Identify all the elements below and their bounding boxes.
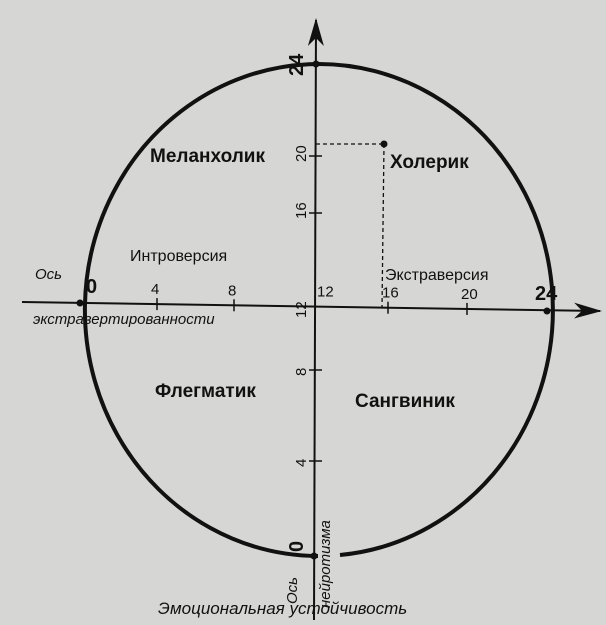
quadrant-melancholic: Меланхолик [150, 146, 265, 167]
pole-dot-top [312, 60, 320, 68]
example-point [380, 140, 388, 148]
h-axis-label-1: Ось [35, 266, 62, 283]
point-dash-vertical [381, 143, 385, 309]
extraversion-label: Экстраверсия [385, 267, 489, 284]
h-tick-label: 24 [535, 283, 558, 305]
v-tick-label: 0 [286, 541, 308, 552]
h-tick-label: 12 [317, 284, 334, 301]
quadrant-choleric: Холерик [390, 152, 469, 173]
horizontal-axis [21, 301, 602, 319]
h-tick-label: 8 [228, 282, 236, 299]
h-axis-label-2: экстравертированности [33, 311, 215, 328]
pole-dot-bottom [310, 552, 318, 560]
h-tick-label: 20 [461, 286, 478, 303]
h-tick-label: 16 [382, 285, 399, 302]
h-tick-label: 0 [86, 276, 97, 298]
v-axis-label-1: Ось [284, 577, 301, 604]
introversion-label: Интроверсия [130, 248, 227, 265]
temperament-circle [82, 62, 555, 558]
v-tick-label: 16 [293, 202, 310, 219]
emotional-stability-label: Эмоциональная устойчивость [158, 599, 407, 618]
quadrant-sanguine: Сангвиник [355, 391, 455, 412]
v-tick-label: 20 [293, 145, 310, 162]
pole-dot-right [543, 307, 551, 315]
v-tick-label: 12 [293, 301, 310, 318]
v-tick-label: 8 [293, 368, 310, 376]
h-tick-label: 4 [151, 281, 159, 298]
quadrant-phlegmatic: Флегматик [155, 381, 256, 402]
v-tick-label: 24 [286, 53, 308, 76]
vertical-axis [307, 18, 324, 621]
pole-dot-left [76, 299, 84, 307]
v-axis-label-2: нейротизма [317, 520, 334, 608]
v-tick-label: 4 [293, 459, 310, 467]
